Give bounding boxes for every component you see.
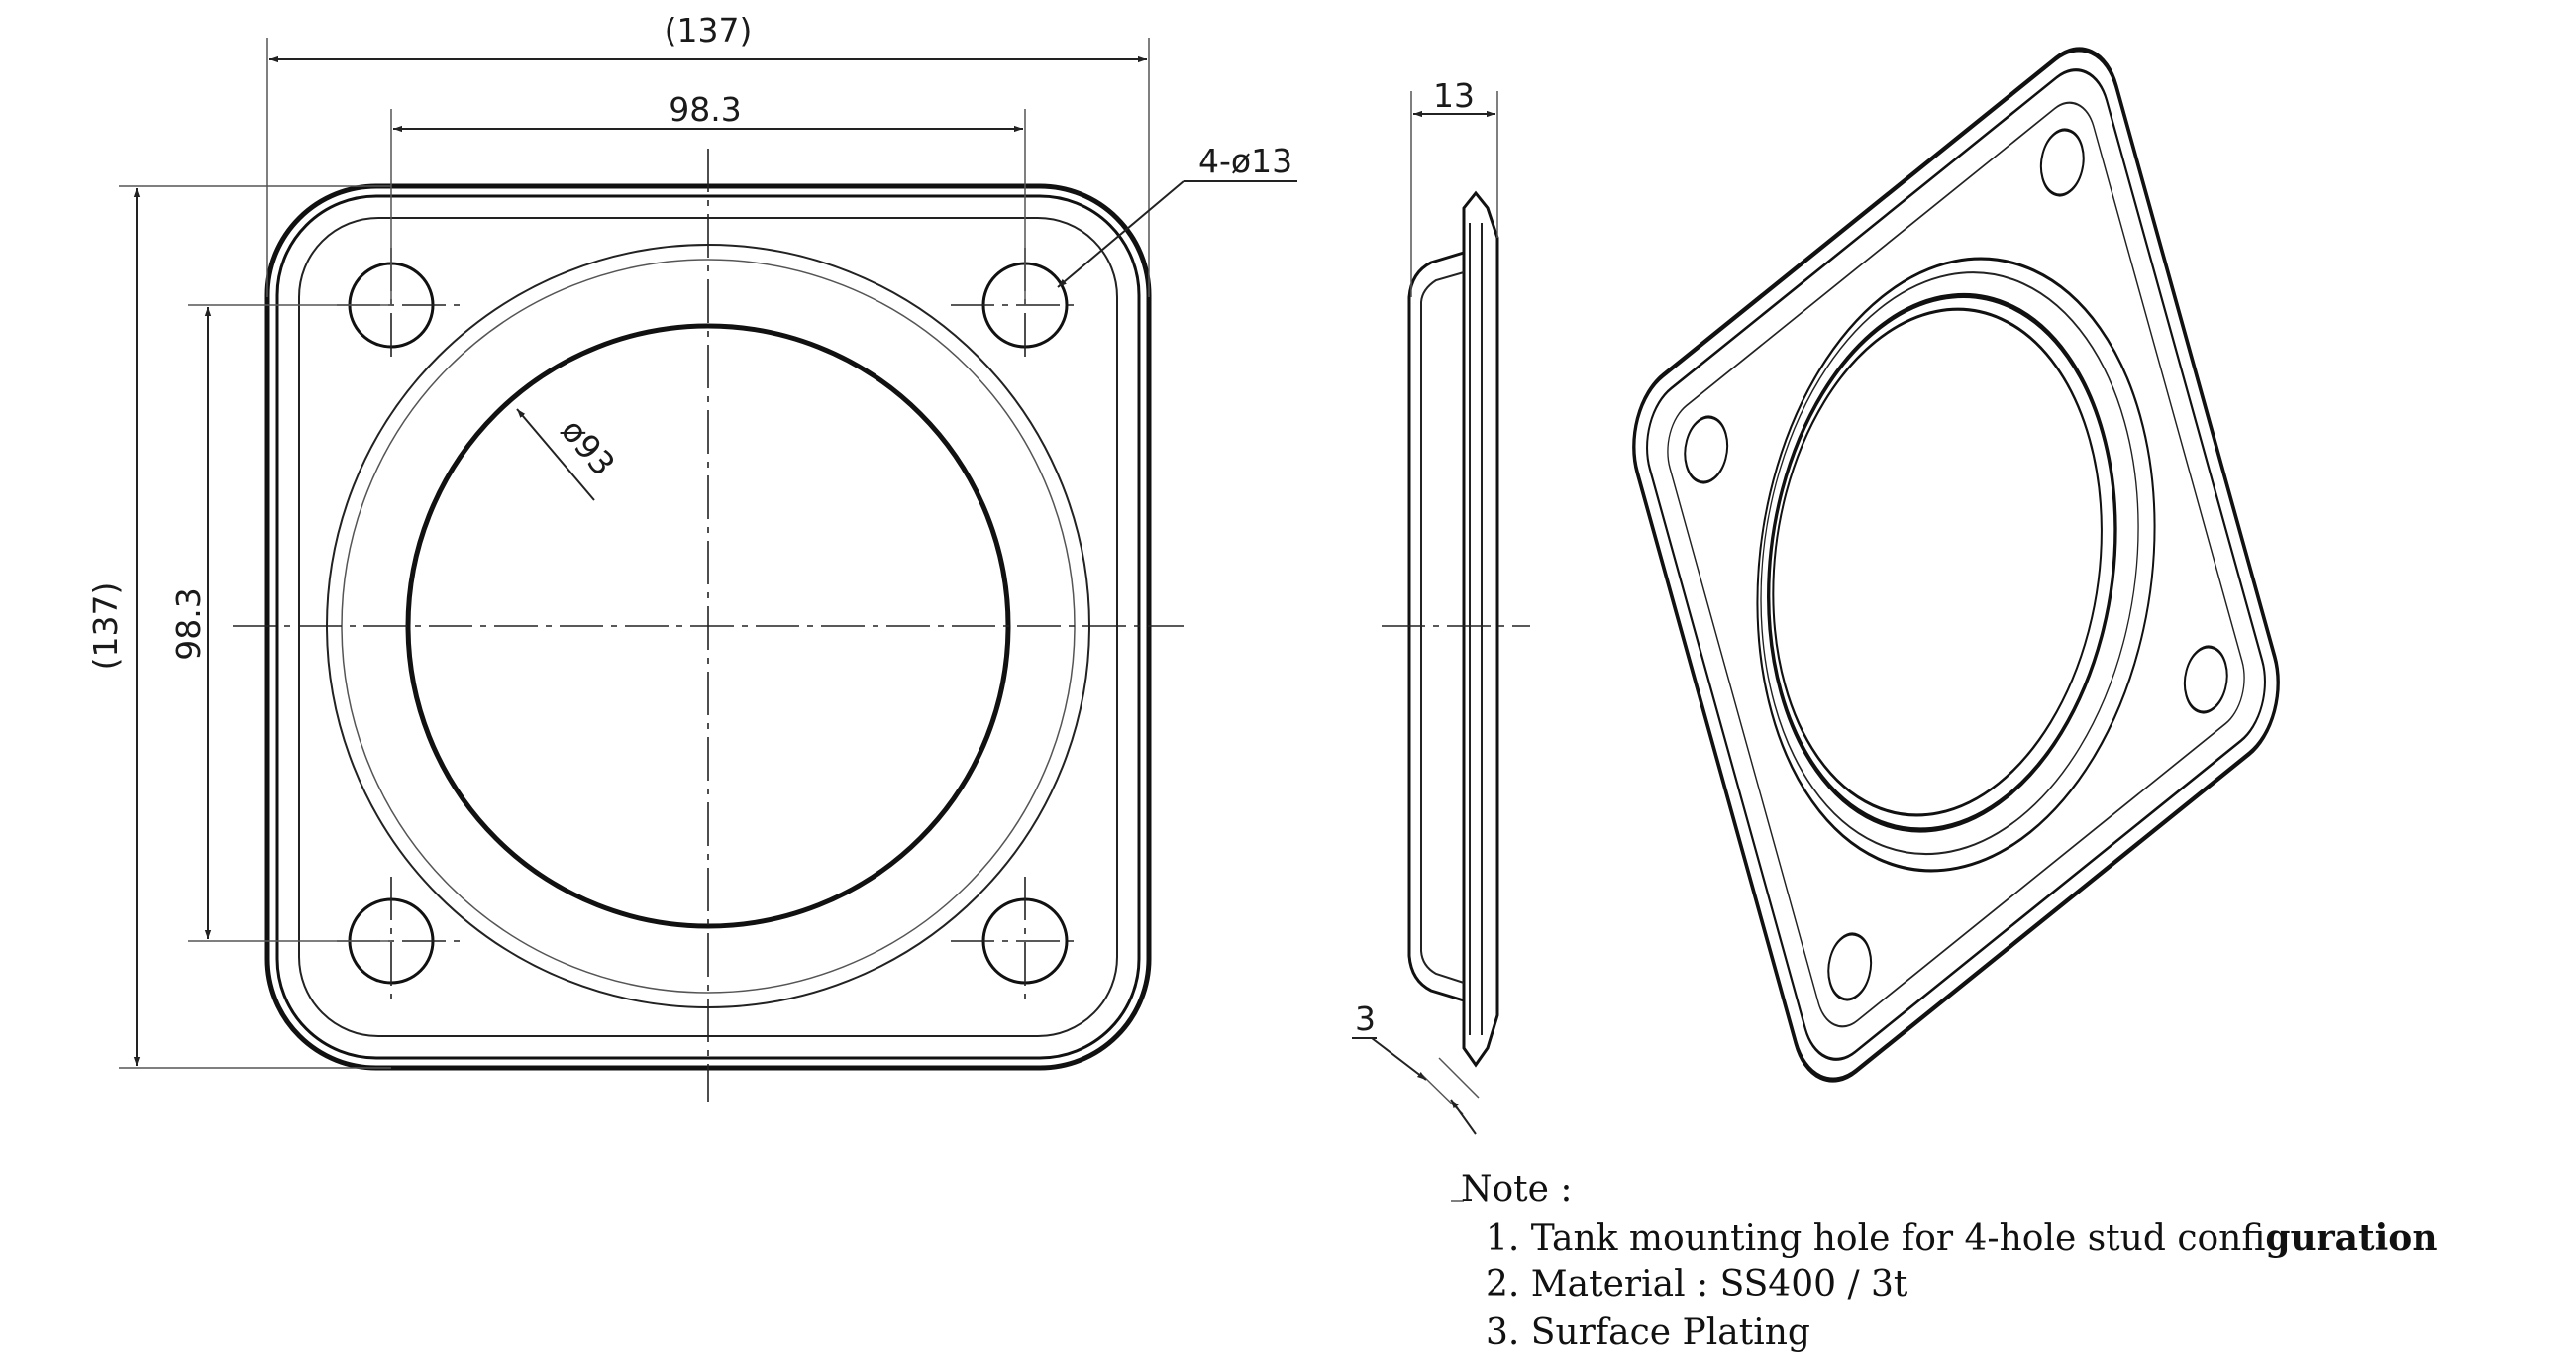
iso-mounting-hole [2039, 128, 2085, 197]
side-flange-plate [1462, 190, 1499, 1068]
side-view: 13 3 [1352, 76, 1530, 1135]
note-heading: Note : [1461, 1169, 1573, 1209]
hole-callout-leader [1057, 180, 1185, 288]
note-item-2: 2. Material : SS400 / 3t [1486, 1264, 1908, 1305]
iso-flange-inner [1646, 68, 2266, 1061]
iso-flange-bend [1667, 101, 2245, 1028]
iso-flange-outer [1632, 47, 2280, 1083]
iso-mounting-hole [1827, 932, 1873, 1001]
extension-line [1438, 1057, 1480, 1099]
side-raised-body-inner [1420, 271, 1465, 984]
note-item-3: 3. Surface Plating [1486, 1313, 1810, 1353]
iso-mounting-hole [1684, 415, 1729, 484]
thickness-leader [1371, 1037, 1427, 1081]
overall-height-label: (137) [86, 582, 125, 671]
hole-callout-label: 4-ø13 [1198, 142, 1292, 180]
diameter-leader [516, 408, 595, 501]
iso-raised-ring-inner [1760, 271, 2139, 856]
iso-opening-outer [1767, 292, 2117, 833]
overall-width-label: (137) [665, 11, 753, 50]
front-view: (137) 98.3 4-ø13 ø93 (137) 98.3 [86, 11, 1297, 1102]
inner-diameter-label: ø93 [554, 411, 623, 483]
iso-opening-inner [1772, 307, 2103, 817]
flange-outer-edge-inner [275, 194, 1141, 1060]
hole-spacing-y-label: 98.3 [169, 587, 208, 660]
isometric-view [1632, 47, 2280, 1083]
note-item-1-text: 1. Tank mounting hole for 4-hole stud co… [1486, 1218, 2265, 1259]
thickness-label: 3 [1355, 999, 1376, 1038]
thickness-leader [1450, 1099, 1477, 1135]
side-depth-label: 13 [1433, 76, 1475, 115]
notes-block: Note : 1. Tank mounting hole for 4-hole … [1451, 1169, 2438, 1353]
note-item-1-bold: guration [2265, 1217, 2437, 1259]
note-item-1: 1. Tank mounting hole for 4-hole stud co… [1486, 1217, 2438, 1259]
iso-raised-ring-outer [1756, 257, 2156, 873]
hole-spacing-x-label: 98.3 [669, 90, 741, 129]
iso-mounting-hole [2183, 645, 2228, 714]
